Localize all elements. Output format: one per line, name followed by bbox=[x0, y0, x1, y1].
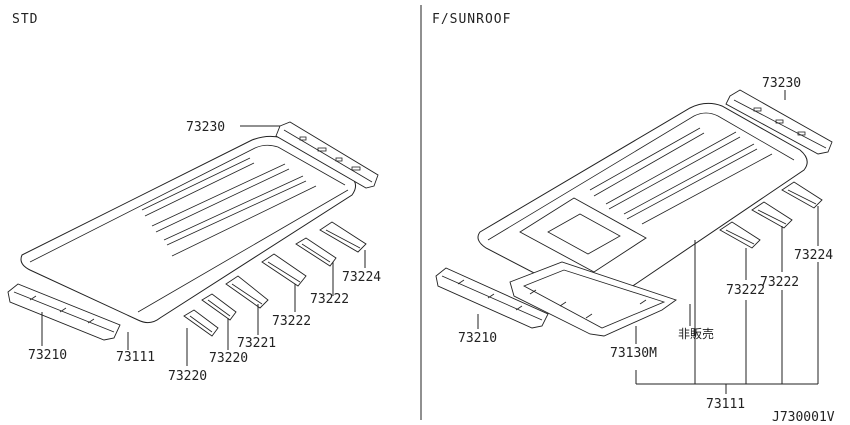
header-std: STD bbox=[12, 12, 38, 27]
std-label-73220-a: 73220 bbox=[168, 369, 207, 384]
sunroof-label-73230: 73230 bbox=[762, 76, 801, 91]
std-roof-panel bbox=[20, 135, 356, 324]
sunroof-label-73224: 73224 bbox=[794, 248, 833, 263]
std-bow-1 bbox=[183, 309, 219, 337]
sunroof-label-73111: 73111 bbox=[706, 397, 745, 412]
std-label-73111: 73111 bbox=[116, 350, 155, 365]
std-leader-lines bbox=[41, 125, 366, 366]
sunroof-label-73222-b: 73222 bbox=[760, 275, 799, 290]
sunroof-label-73210: 73210 bbox=[458, 331, 497, 346]
std-roof-assembly bbox=[7, 121, 379, 341]
header-sunroof: F/SUNROOF bbox=[432, 12, 511, 27]
std-label-73222-a: 73222 bbox=[272, 314, 311, 329]
std-label-73224: 73224 bbox=[342, 270, 381, 285]
sunroof-bow-2 bbox=[751, 201, 793, 229]
sunroof-leader-lines bbox=[477, 90, 819, 394]
sunroof-roof-assembly bbox=[435, 89, 833, 337]
diagram-code: J730001V bbox=[772, 410, 835, 425]
std-label-73220-b: 73220 bbox=[209, 351, 248, 366]
std-bow-4 bbox=[261, 253, 307, 287]
std-bow-2 bbox=[201, 293, 237, 321]
sunroof-frame bbox=[509, 261, 677, 337]
std-bow-3 bbox=[225, 275, 269, 309]
sunroof-label-73130m: 73130M bbox=[610, 346, 657, 361]
sunroof-rear-header bbox=[725, 89, 833, 155]
std-label-73221: 73221 bbox=[237, 336, 276, 351]
sunroof-label-not-sold: 非販売 bbox=[678, 326, 714, 341]
sunroof-label-73222-a: 73222 bbox=[726, 283, 765, 298]
std-label-73230: 73230 bbox=[186, 120, 225, 135]
std-label-73210: 73210 bbox=[28, 348, 67, 363]
std-label-73222-b: 73222 bbox=[310, 292, 349, 307]
sunroof-bow-1 bbox=[719, 221, 761, 249]
sunroof-bow-3 bbox=[781, 181, 823, 209]
std-bow-6 bbox=[319, 221, 367, 253]
sunroof-opening bbox=[519, 197, 647, 273]
